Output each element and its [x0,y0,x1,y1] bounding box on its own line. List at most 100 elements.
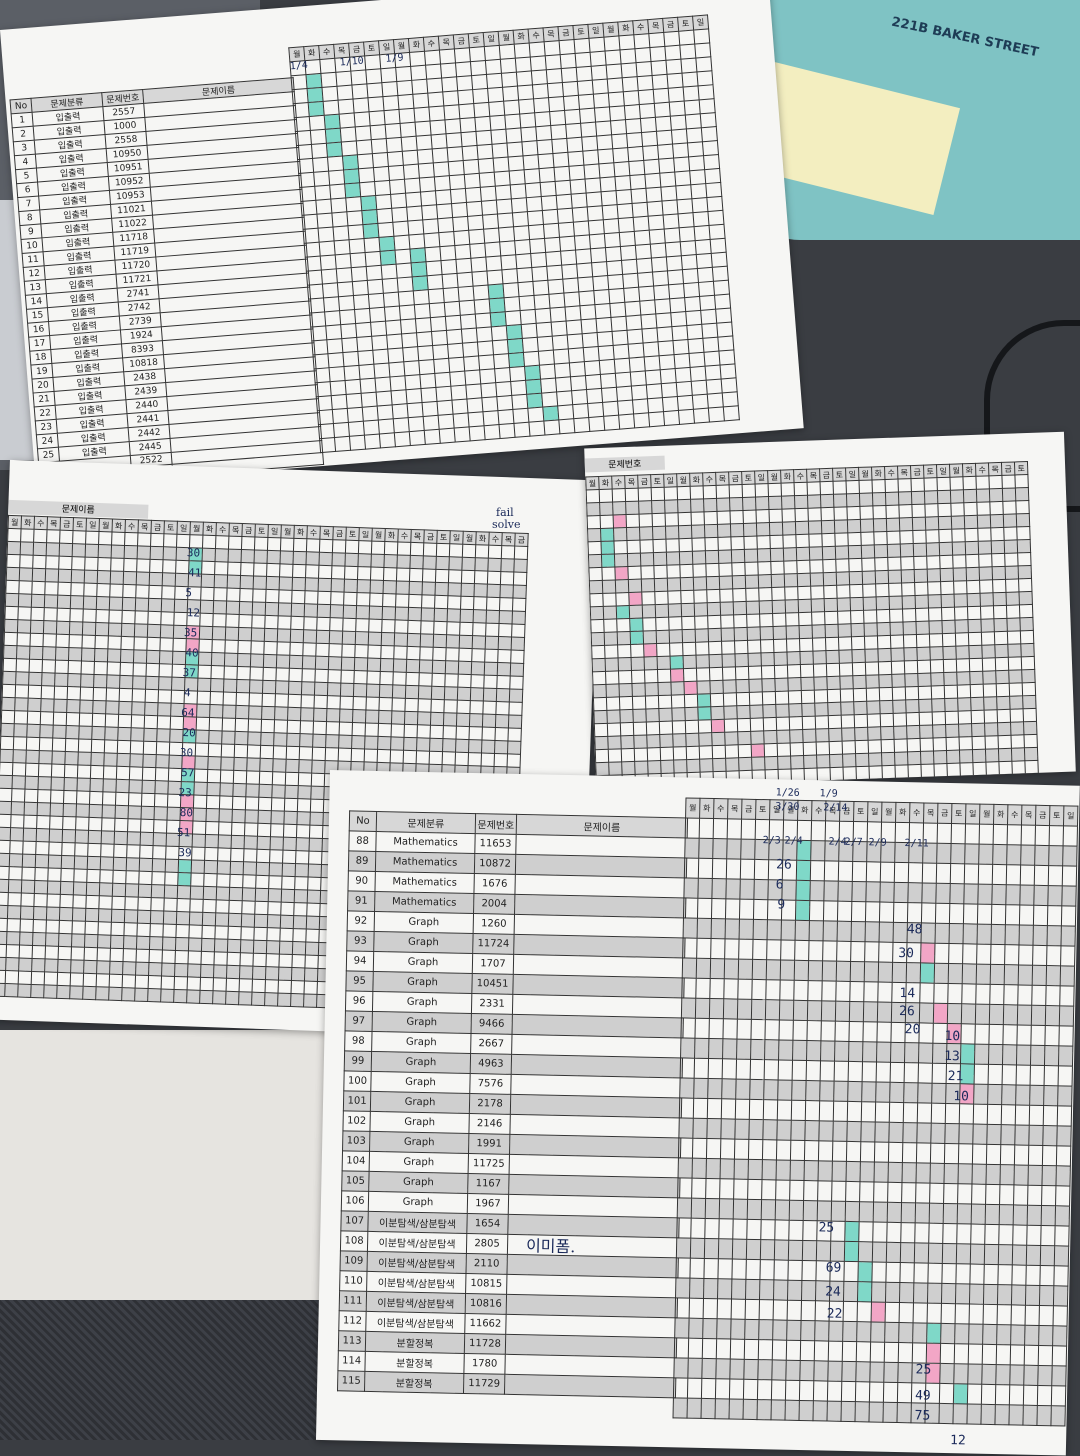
grid-cell [950,490,963,503]
grid-cell [23,841,36,854]
grid-cell [22,854,35,867]
grid-cell [708,628,721,641]
grid-cell [863,1042,877,1062]
grid-cell [748,1179,762,1199]
grid-cell [148,976,161,989]
grid-cell [611,316,627,331]
progress-mark: 21 [948,1069,964,1084]
grid-cell [609,106,625,121]
grid-cell [101,831,114,844]
grid-cell [652,500,665,513]
grid-cell [461,596,474,609]
grid-cell [930,647,943,660]
grid-cell [348,421,364,436]
grid-cell [615,567,628,580]
grid-cell [107,649,120,662]
grid-cell [362,406,378,421]
grid-cell [352,735,365,748]
grid-cell [540,181,556,196]
grid-cell [551,124,567,139]
grid-cell [878,962,892,982]
grid-cell [4,645,17,658]
grid-cell [435,595,448,608]
grid-cell [622,761,635,774]
grid-cell [590,593,603,606]
grid-cell [851,921,865,941]
grid-cell [198,652,211,665]
grid-cell [318,227,334,242]
header-no: No [349,811,376,832]
grid-cell [803,1201,817,1221]
grid-cell [636,62,652,77]
grid-cell [195,756,208,769]
grid-cell [38,777,51,790]
grid-cell [751,731,764,744]
grid-cell [916,1183,930,1203]
grid-cell [850,584,863,597]
grid-cell [694,225,710,240]
grid-cell [705,550,718,563]
grid-cell [939,529,952,542]
grid-cell [329,170,345,185]
grid-cell [322,86,338,101]
grid-cell [968,1364,982,1384]
grid-cell [154,807,167,820]
grid-cell [569,165,585,180]
weekday-cell: 화 [700,798,714,818]
grid-cell [865,902,879,922]
grid-cell [511,380,527,395]
grid-cell [930,660,943,673]
grid-cell [749,692,762,705]
grid-cell [760,1240,774,1260]
grid-cell [625,488,638,501]
grid-cell [1040,1265,1054,1285]
grid-cell [512,624,525,637]
grid-cell [469,229,485,244]
grid-cell [85,557,98,570]
grid-cell [980,606,993,619]
grid-cell [907,751,920,764]
grid-cell [920,963,934,983]
grid-cell [1018,565,1031,578]
grid-cell [734,627,747,640]
grid-cell [447,622,460,635]
grid-cell [625,119,641,134]
grid-cell [231,822,244,835]
grid-cell [1058,1086,1072,1106]
grid-cell [57,608,70,621]
grid-cell [943,1223,957,1243]
grid-cell [689,1318,703,1338]
grid-cell [44,608,57,621]
grid-cell [312,340,328,355]
grid-cell [70,609,83,622]
grid-cell [10,828,23,841]
grid-cell [162,586,175,599]
grid-cell [583,347,599,362]
grid-cell [996,683,1009,696]
grid-cell [1055,1206,1069,1226]
grid-cell [713,280,729,295]
grid-cell [678,1178,692,1198]
grid-cell [354,112,370,127]
grid-cell [481,200,497,215]
grid-cell [1038,1365,1052,1385]
grid-cell [926,543,939,556]
grid-cell [717,511,730,524]
grid-cell [845,1201,859,1221]
grid-cell [529,421,545,436]
grid-cell [930,1183,944,1203]
grid-cell [149,950,162,963]
grid-cell [78,739,91,752]
grid-cell [846,1161,860,1181]
progress-mark: 41 [188,566,202,579]
grid-cell [690,1238,704,1258]
grid-cell [837,921,851,941]
grid-cell [1025,1285,1039,1305]
grid-cell [503,283,519,298]
grid-cell [524,169,540,184]
grid-cell [626,501,639,514]
grid-cell [222,731,235,744]
grid-cell [887,1202,901,1222]
grid-cell [352,84,368,99]
grid-cell [34,880,47,893]
